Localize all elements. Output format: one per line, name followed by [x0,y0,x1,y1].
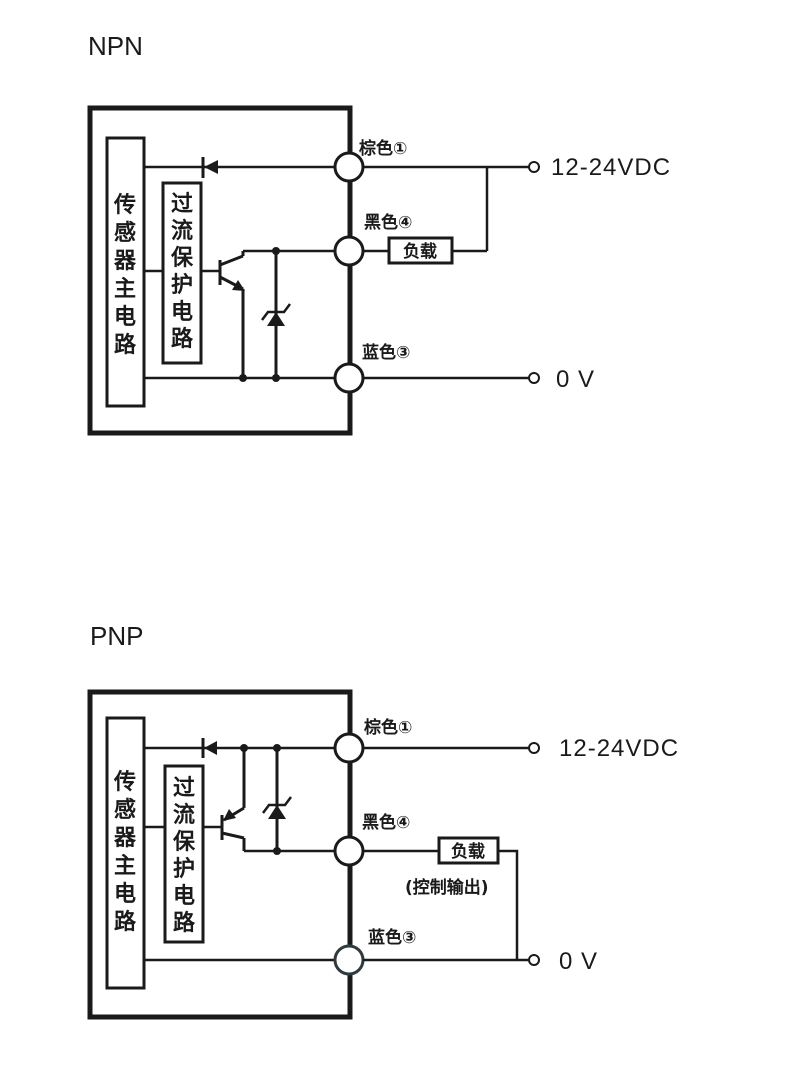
npn-wire-label-brown: 棕色① [359,138,407,159]
npn-title: NPN [88,31,143,61]
svg-text:电: 电 [114,882,136,907]
svg-text:感: 感 [114,797,136,823]
svg-text:主: 主 [114,854,136,879]
pnp-reverse-diode-icon [201,738,217,758]
svg-text:主: 主 [114,277,136,302]
svg-text:护: 护 [173,857,195,882]
pnp-load-label: 负载 [451,841,485,862]
svg-text:路: 路 [171,326,194,352]
svg-text:电: 电 [171,300,193,325]
svg-text:保: 保 [170,246,194,271]
pnp-wire-label-blue: 蓝色③ [368,927,416,948]
pnp-zener-diode-icon [262,748,292,851]
npn-transistor-icon [218,251,245,378]
npn-load-label: 负载 [403,241,437,262]
pnp-supply-label: 12-24VDC [559,735,679,762]
pnp-main-circuit-label: 传 感 器 主 电 路 [113,770,137,935]
svg-text:传: 传 [113,193,136,218]
npn-terminal-black [333,235,365,267]
pnp-protection-label: 过 流 保 护 电 路 [172,776,196,936]
npn-protection-box [161,181,203,365]
pnp-main-circuit-box [105,716,146,990]
npn-terminal-blue [333,362,365,394]
pnp-ground-label: 0 V [559,948,598,975]
npn-wire-label-blue: 蓝色③ [362,342,410,363]
pnp-terminal-black [333,835,365,867]
svg-text:路: 路 [114,332,137,358]
svg-text:感: 感 [114,220,136,246]
svg-text:过: 过 [173,776,195,801]
npn-zener-diode-icon [261,251,291,378]
pnp-ground-terminal-icon [528,954,540,966]
pnp-load-return-wire [498,849,519,960]
npn-junction-dot [239,374,247,382]
npn-supply-label: 12-24VDC [551,154,671,181]
npn-wire-label-black: 黑色④ [364,212,412,233]
svg-text:路: 路 [114,909,137,935]
pnp-terminal-brown [333,732,365,764]
npn-ground-label: 0 V [556,366,595,393]
pnp-supply-terminal-icon [528,742,540,754]
pnp-terminal-blue [333,944,365,976]
pnp-wire-label-black: 黑色④ [362,812,410,833]
pnp-control-output-label: (控制输出) [405,877,489,898]
npn-main-circuit-box [105,136,146,408]
npn-protection-label: 过 流 保 护 电 路 [170,192,194,352]
svg-text:路: 路 [173,910,196,936]
pnp-wire-label-brown: 棕色① [364,717,412,738]
npn-sensor-housing [87,105,353,436]
svg-text:护: 护 [171,273,193,298]
svg-text:电: 电 [173,884,195,909]
svg-text:流: 流 [173,802,195,828]
svg-text:保: 保 [172,830,196,855]
npn-reverse-diode-icon [201,157,218,178]
npn-load-box [387,236,454,265]
pnp-transistor-icon [220,748,246,851]
svg-text:过: 过 [171,192,193,217]
pnp-diagram: PNP 传 感 器 主 电 路 过 流 保 护 电 路 [87,621,679,1020]
svg-text:传: 传 [113,770,136,795]
svg-text:器: 器 [113,826,137,851]
npn-ground-terminal-icon [528,372,540,384]
svg-text:器: 器 [113,249,137,274]
pnp-title: PNP [90,621,143,651]
npn-junction-dot [272,374,280,382]
pnp-protection-box [163,764,205,944]
npn-main-circuit-label: 传 感 器 主 电 路 [113,193,137,358]
npn-diagram: NPN 传 感 器 主 电 路 过 流 保 护 电 路 [87,31,671,436]
npn-supply-terminal-icon [528,161,540,173]
svg-text:流: 流 [171,218,193,244]
svg-text:电: 电 [114,305,136,330]
